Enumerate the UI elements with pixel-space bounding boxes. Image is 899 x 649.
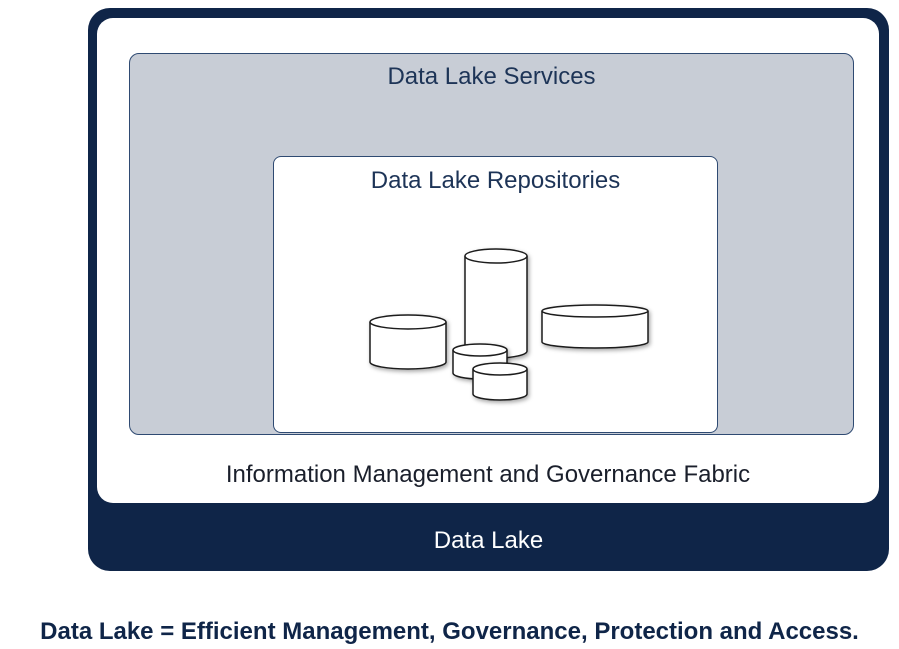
data-lake-repositories-panel xyxy=(273,156,718,433)
diagram-caption: Data Lake = Efficient Management, Govern… xyxy=(40,618,859,645)
governance-fabric-title: Information Management and Governance Fa… xyxy=(225,461,751,488)
data-lake-title: Data Lake xyxy=(433,527,544,554)
data-lake-repositories-title: Data Lake Repositories xyxy=(370,167,621,194)
data-lake-services-title: Data Lake Services xyxy=(387,63,596,90)
